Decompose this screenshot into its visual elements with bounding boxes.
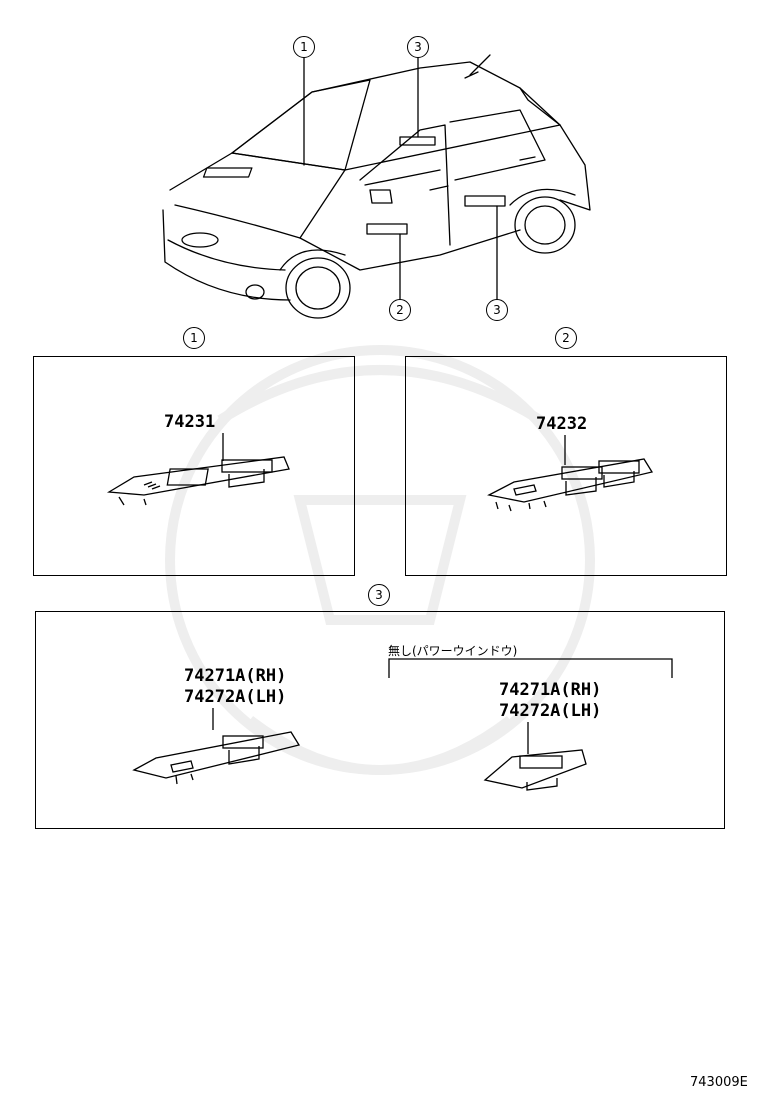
detail-box-3: 74271A(RH) 74272A(LH) 無し(パワーウインドウ) 74271… <box>35 611 725 829</box>
detail-box-1: 74231 <box>33 356 355 576</box>
callout-3-car-bottom: 3 <box>486 299 508 321</box>
part-number-74271a-rh-left: 74271A(RH) <box>184 666 287 686</box>
diagram-code: 743009E <box>690 1075 748 1090</box>
part-number-74232: 74232 <box>536 414 588 434</box>
leader-box2 <box>564 435 566 465</box>
leader-box3-right <box>527 722 529 754</box>
detail-box-2: 74232 <box>405 356 727 576</box>
note-bracket <box>388 658 673 678</box>
part-number-74231: 74231 <box>164 412 216 432</box>
callout-1-box: 1 <box>183 327 205 349</box>
part-number-74271a-rh-right: 74271A(RH) <box>499 680 602 700</box>
part-number-74272a-lh-left: 74272A(LH) <box>184 687 287 707</box>
part-number-74272a-lh-right: 74272A(LH) <box>499 701 602 721</box>
rear-switch-bezel-power <box>132 731 301 785</box>
rear-switch-bezel-manual <box>483 749 587 791</box>
leader-box1 <box>222 433 224 461</box>
master-switch-bezel <box>106 456 290 506</box>
front-passenger-switch-bezel <box>487 458 654 512</box>
leader-box3-left <box>212 708 214 730</box>
note-without-power-window: 無し(パワーウインドウ) <box>388 644 518 658</box>
callout-2-car: 2 <box>389 299 411 321</box>
callout-3-box: 3 <box>368 584 390 606</box>
callout-3-car-top: 3 <box>407 36 429 58</box>
callout-2-box: 2 <box>555 327 577 349</box>
car-illustration <box>162 54 591 319</box>
callout-1-car: 1 <box>293 36 315 58</box>
